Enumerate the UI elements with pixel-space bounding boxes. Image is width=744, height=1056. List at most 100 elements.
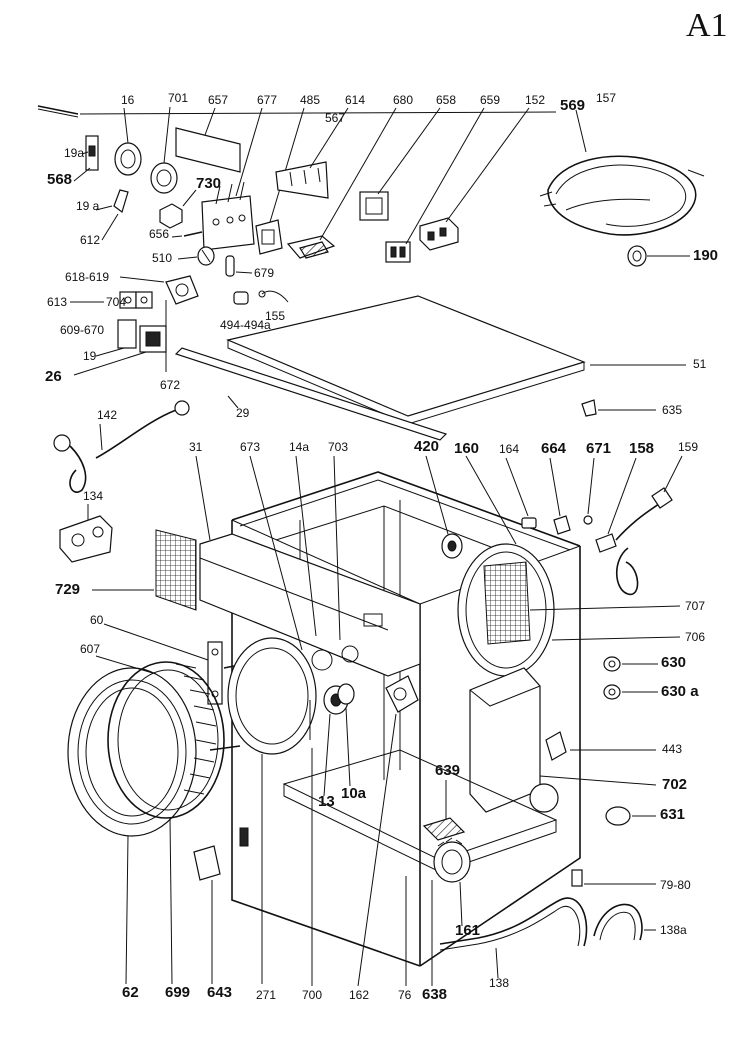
part-label-l494: 494-494a [220,318,271,332]
part-159-power-cord [615,455,683,595]
part-730-block [159,189,197,229]
leader-14a [295,455,317,637]
part-label-l51: 51 [693,357,707,371]
part-label-l443: 443 [662,742,682,756]
part-label-l190: 190 [693,247,718,264]
part-label-l19a2: 19 a [76,199,100,213]
part-485-switch [255,107,305,255]
part-609-670-frame [95,319,167,357]
part-79-80-foot [571,869,656,887]
part-134-valve [59,504,113,563]
part-label-l631: 631 [660,806,685,823]
part-label-l677: 677 [257,93,277,107]
leader-26 [73,351,147,376]
part-label-l19a1: 19a [64,146,84,160]
part-label-l618: 618-619 [65,270,109,284]
part-161-motor [433,837,471,927]
part-label-l420: 420 [414,438,439,455]
part-label-l160: 160 [454,440,479,457]
part-label-l673: 673 [240,440,260,454]
part-label-l635: 635 [662,403,682,417]
part-label-l638: 638 [422,986,447,1003]
part-label-l704: 704 [106,295,126,309]
part-51-lid [226,295,686,425]
part-631-cap [605,806,656,826]
part-612-clip [95,189,129,241]
part-157-wiring-harness [539,109,705,236]
part-label-l730: 730 [196,175,221,192]
part-label-l680: 680 [393,93,413,107]
part-label-l630a: 630 a [661,683,699,700]
part-label-l658: 658 [436,93,456,107]
part-614-bracket [275,107,349,199]
part-label-l699: 699 [165,984,190,1001]
part-label-l630: 630 [661,654,686,671]
part-label-l707: 707 [685,599,705,613]
part-62-door-ring [67,667,197,985]
part-656-pin [171,231,203,238]
part-label-l158: 158 [629,440,654,457]
part-label-l16: 16 [121,93,135,107]
part-label-l161: 161 [455,922,480,939]
part-699-door-frame [95,655,225,985]
part-label-l609: 609-670 [60,323,104,337]
part-659-switch [385,107,485,263]
part-658-frame [359,107,441,221]
part-label-l702: 702 [662,776,687,793]
part-60-hinge [103,623,223,705]
part-label-l10a: 10a [341,785,367,802]
part-label-l62: 62 [122,984,139,1001]
part-label-l657: 657 [208,93,228,107]
part-420-pump [425,455,463,559]
part-569-rod [37,105,557,118]
part-label-l31: 31 [189,440,203,454]
part-label-l142: 142 [97,408,117,422]
part-16-knob [114,107,142,176]
part-bolt-1 [209,745,241,751]
part-635-fastener [581,399,656,417]
part-label-l164: 164 [499,442,519,456]
part-label-l671: 671 [586,440,611,457]
part-label-l60: 60 [90,613,104,627]
part-label-l700: 700 [302,988,322,1002]
part-label-l13: 13 [318,793,335,810]
part-510-button [177,246,215,266]
part-664-part [549,457,571,535]
part-138a-hose-bend [593,903,656,941]
part-label-l568: 568 [47,171,72,188]
part-152-filter [419,107,530,251]
part-729-grille [92,529,197,611]
part-label-l567: 567 [325,111,345,125]
part-29-trim-strip [174,347,448,441]
part-label-l664: 664 [541,440,567,457]
part-foot-left [239,827,249,847]
part-label-l639: 639 [435,762,460,779]
part-label-l643: 643 [207,984,232,1001]
part-164-part [505,457,537,529]
part-label-l679: 679 [254,266,274,280]
part-label-l7980: 79-80 [660,878,691,892]
part-702-duct [469,667,657,813]
leader-673 [249,455,303,651]
part-label-l614: 614 [345,93,365,107]
part-443-part [545,731,656,761]
part-271-door-seal [227,637,317,984]
part-label-l152: 152 [525,93,545,107]
part-613-704-buttons [70,291,153,309]
part-19a-clip [73,135,99,182]
part-label-l569: 569 [560,97,585,114]
part-31-control-panel [195,455,421,677]
part-700-gasket [309,700,313,986]
part-630a-nut [603,684,658,700]
part-label-l613: 613 [47,295,67,309]
part-label-l703: 703 [328,440,348,454]
part-680-relay [286,107,397,259]
part-701-knob [150,106,178,194]
part-label-l672: 672 [160,378,180,392]
sheet-id-label: A1 [686,7,728,44]
part-190-grommet [627,245,690,267]
part-label-l485: 485 [300,93,320,107]
